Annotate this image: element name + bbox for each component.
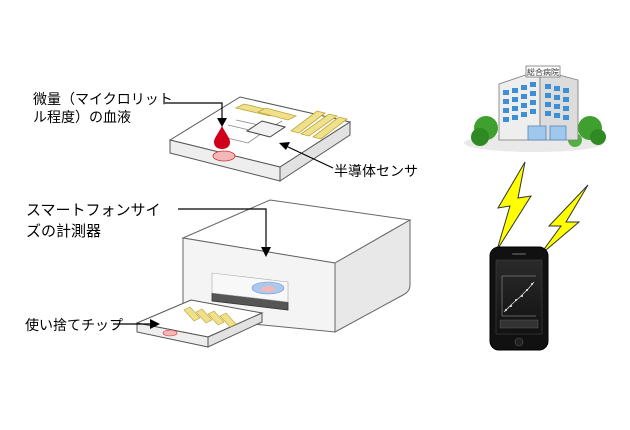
arrows (113, 102, 334, 329)
blood-label-line1: 微量（マイクロリット (33, 92, 173, 108)
hospital-sign: 総合病院 (527, 67, 559, 77)
meter-label: スマートフォンサイ ズの計測器 (26, 200, 161, 242)
hospital-icon: 総合病院 (464, 65, 606, 152)
chip-label-text: 使い捨てチップ (25, 318, 123, 334)
sample-well (212, 150, 236, 162)
blood-drop-icon (214, 126, 230, 149)
disposable-chip (135, 299, 264, 348)
smartphone-icon (489, 246, 549, 351)
arrow-to-sensor (285, 145, 334, 169)
blood-label-line2: ル程度）の血液 (33, 110, 131, 126)
sensor-label: 半導体センサ (334, 163, 418, 181)
meter-label-line2: ズの計測器 (26, 222, 102, 240)
semiconductor-sensor (245, 120, 287, 138)
arrow-to-blood (165, 102, 223, 124)
meter-label-line1: スマートフォンサイ (26, 201, 161, 219)
sensor-label-text: 半導体センサ (334, 164, 418, 180)
lightning-icon (496, 161, 589, 257)
chip-label: 使い捨てチップ (25, 317, 123, 335)
arrow-to-meter (178, 208, 267, 254)
chip-contact-pads (234, 103, 348, 140)
sensor-chip-enlarged (168, 96, 352, 182)
blood-label: 微量（マイクロリット ル程度）の血液 (33, 91, 173, 127)
